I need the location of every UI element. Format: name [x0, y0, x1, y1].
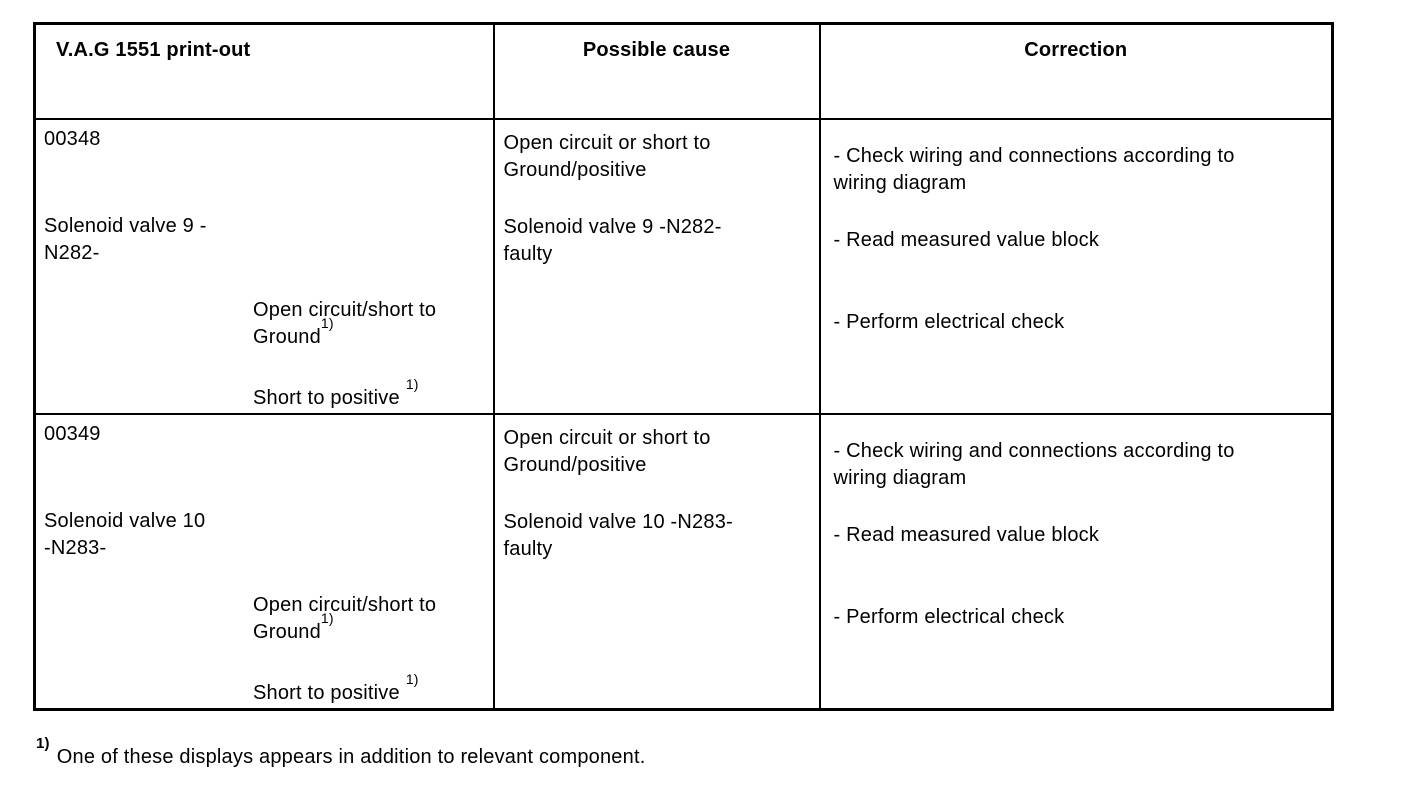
component-name: Solenoid valve 9 - N282- [44, 214, 207, 264]
correction-item: - Check wiring and connections according… [833, 144, 1235, 194]
cause-faulty-valve: Solenoid valve 10 -N283- faulty [503, 510, 733, 560]
printout-cell: 00349 Solenoid valve 10 -N283- Open circ… [33, 412, 495, 711]
correction-cell: - Check wiring and connections according… [818, 412, 1334, 711]
footnote-marker: 1) [405, 670, 419, 687]
fault-display-block: Open circuit/short to Ground1) Short to … [253, 297, 485, 412]
correction-item: - Read measured value block [833, 228, 1100, 251]
correction-item: - Read measured value block [833, 523, 1100, 546]
fault-short-positive: Short to positive1) [253, 375, 419, 409]
table-row: 00348 Solenoid valve 9 - N282- Open circ… [33, 117, 1334, 415]
footnote-marker: 1) [320, 314, 334, 331]
possible-cause-cell: Open circuit or short to Ground/positive… [492, 412, 821, 711]
possible-cause-cell: Open circuit or short to Ground/positive… [492, 117, 821, 415]
fault-code: 00349 [44, 422, 101, 445]
component-name: Solenoid valve 10 -N283- [44, 509, 206, 559]
table-row: 00349 Solenoid valve 10 -N283- Open circ… [33, 412, 1334, 711]
table-header-row: V.A.G 1551 print-out Possible cause Corr… [33, 22, 1334, 120]
cause-open-circuit: Open circuit or short to Ground/positive [503, 426, 711, 476]
cause-faulty-valve: Solenoid valve 9 -N282- faulty [503, 215, 722, 265]
header-printout: V.A.G 1551 print-out [33, 22, 495, 120]
correction-item: - Perform electrical check [833, 310, 1065, 333]
footnote-marker: 1) [405, 375, 419, 392]
header-correction: Correction [818, 22, 1334, 120]
header-possible-cause: Possible cause [492, 22, 821, 120]
footnote-text: One of these displays appears in additio… [56, 746, 646, 768]
correction-item: - Check wiring and connections according… [833, 439, 1235, 489]
fault-open-circuit: Open circuit/short to Ground1) [253, 593, 437, 643]
footnote-marker: 1) [320, 609, 334, 626]
fault-open-circuit: Open circuit/short to Ground1) [253, 298, 437, 348]
fault-display-block: Open circuit/short to Ground1) Short to … [253, 592, 485, 707]
footnote-marker: 1) [36, 735, 50, 753]
printout-cell: 00348 Solenoid valve 9 - N282- Open circ… [33, 117, 495, 415]
fault-code: 00348 [44, 127, 101, 150]
correction-item: - Perform electrical check [833, 605, 1065, 628]
fault-short-positive: Short to positive1) [253, 670, 419, 704]
cause-open-circuit: Open circuit or short to Ground/positive [503, 131, 711, 181]
diagnostic-fault-table: V.A.G 1551 print-out Possible cause Corr… [33, 22, 1334, 711]
footnote: 1) One of these displays appears in addit… [36, 736, 646, 771]
correction-cell: - Check wiring and connections according… [818, 117, 1334, 415]
